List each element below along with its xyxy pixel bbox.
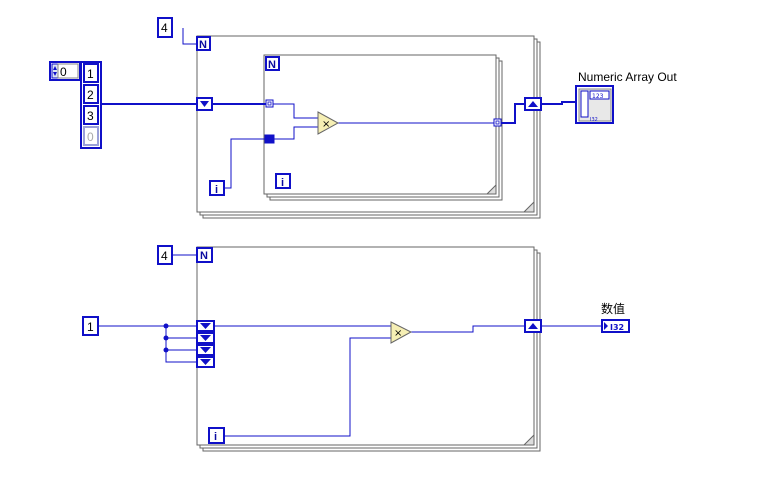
svg-text:i: i: [214, 431, 217, 443]
array-element-empty[interactable]: 0: [87, 130, 94, 144]
bottom-count-terminal[interactable]: N: [196, 247, 213, 263]
svg-text:1: 1: [87, 320, 94, 334]
indexing-down-icon: [200, 335, 211, 341]
svg-text:i: i: [215, 184, 218, 196]
indexing-down-icon: [200, 359, 211, 365]
top-inner-output-tunnel[interactable]: [493, 118, 502, 127]
indexing-up-icon: [528, 101, 538, 107]
indexing-down-icon: [200, 347, 211, 353]
top-array-indicator[interactable]: 123 I32: [575, 85, 614, 124]
bottom-loop-count-constant[interactable]: 4: [157, 245, 173, 265]
bottom-multiply-node[interactable]: ×: [390, 321, 413, 344]
top-indicator-label: Numeric Array Out: [578, 70, 677, 84]
top-outer-count-terminal[interactable]: N: [196, 36, 211, 51]
bottom-output-tunnel[interactable]: [524, 319, 542, 333]
decrement-arrow-icon[interactable]: [53, 72, 57, 76]
indexing-up-icon: [528, 323, 538, 329]
bottom-input-constant[interactable]: 1: [82, 316, 99, 336]
multiply-icon: ×: [394, 328, 402, 339]
indicator-type-label: I32: [610, 323, 624, 332]
indexing-down-icon: [200, 101, 209, 107]
array-element[interactable]: 2: [87, 88, 94, 102]
indicator-arrow-icon: [604, 322, 608, 330]
indicator-type-label: I32: [590, 117, 598, 123]
array-element[interactable]: 3: [87, 109, 94, 123]
bottom-for-loop[interactable]: [196, 246, 541, 452]
top-input-tunnel[interactable]: [196, 97, 213, 111]
bottom-wires: [99, 254, 602, 437]
indexing-down-icon: [200, 323, 211, 329]
bottom-iteration-terminal[interactable]: i: [208, 427, 225, 444]
top-inner-iteration-terminal[interactable]: i: [275, 173, 291, 189]
svg-text:4: 4: [161, 21, 168, 35]
bottom-input-tunnels[interactable]: [196, 320, 215, 368]
svg-text:i: i: [281, 177, 284, 189]
array-element[interactable]: 1: [87, 67, 94, 81]
array-index-value[interactable]: 0: [60, 65, 67, 79]
svg-text:4: 4: [161, 249, 168, 263]
svg-text:N: N: [199, 39, 207, 51]
svg-text:N: N: [268, 59, 276, 71]
top-outer-iteration-terminal[interactable]: i: [209, 180, 225, 196]
numeric-glyph-icon: 123: [592, 93, 604, 100]
top-array-control[interactable]: 0 1 2 3 0: [49, 61, 102, 149]
top-loop-count-constant[interactable]: 4: [157, 17, 173, 38]
top-multiply-node[interactable]: ×: [317, 111, 340, 135]
top-inner-input-tunnel[interactable]: [265, 99, 274, 108]
bottom-wire-junctions: [163, 323, 169, 353]
top-wires: [100, 28, 578, 189]
top-inner-i-tunnel[interactable]: [264, 134, 275, 144]
multiply-icon: ×: [322, 119, 330, 130]
bottom-indicator-label: 数值: [601, 301, 625, 316]
svg-text:N: N: [200, 250, 208, 262]
top-output-tunnel[interactable]: [524, 97, 542, 111]
increment-arrow-icon[interactable]: [53, 66, 57, 70]
top-inner-count-terminal[interactable]: N: [265, 56, 280, 71]
bottom-numeric-indicator[interactable]: I32: [601, 319, 630, 333]
